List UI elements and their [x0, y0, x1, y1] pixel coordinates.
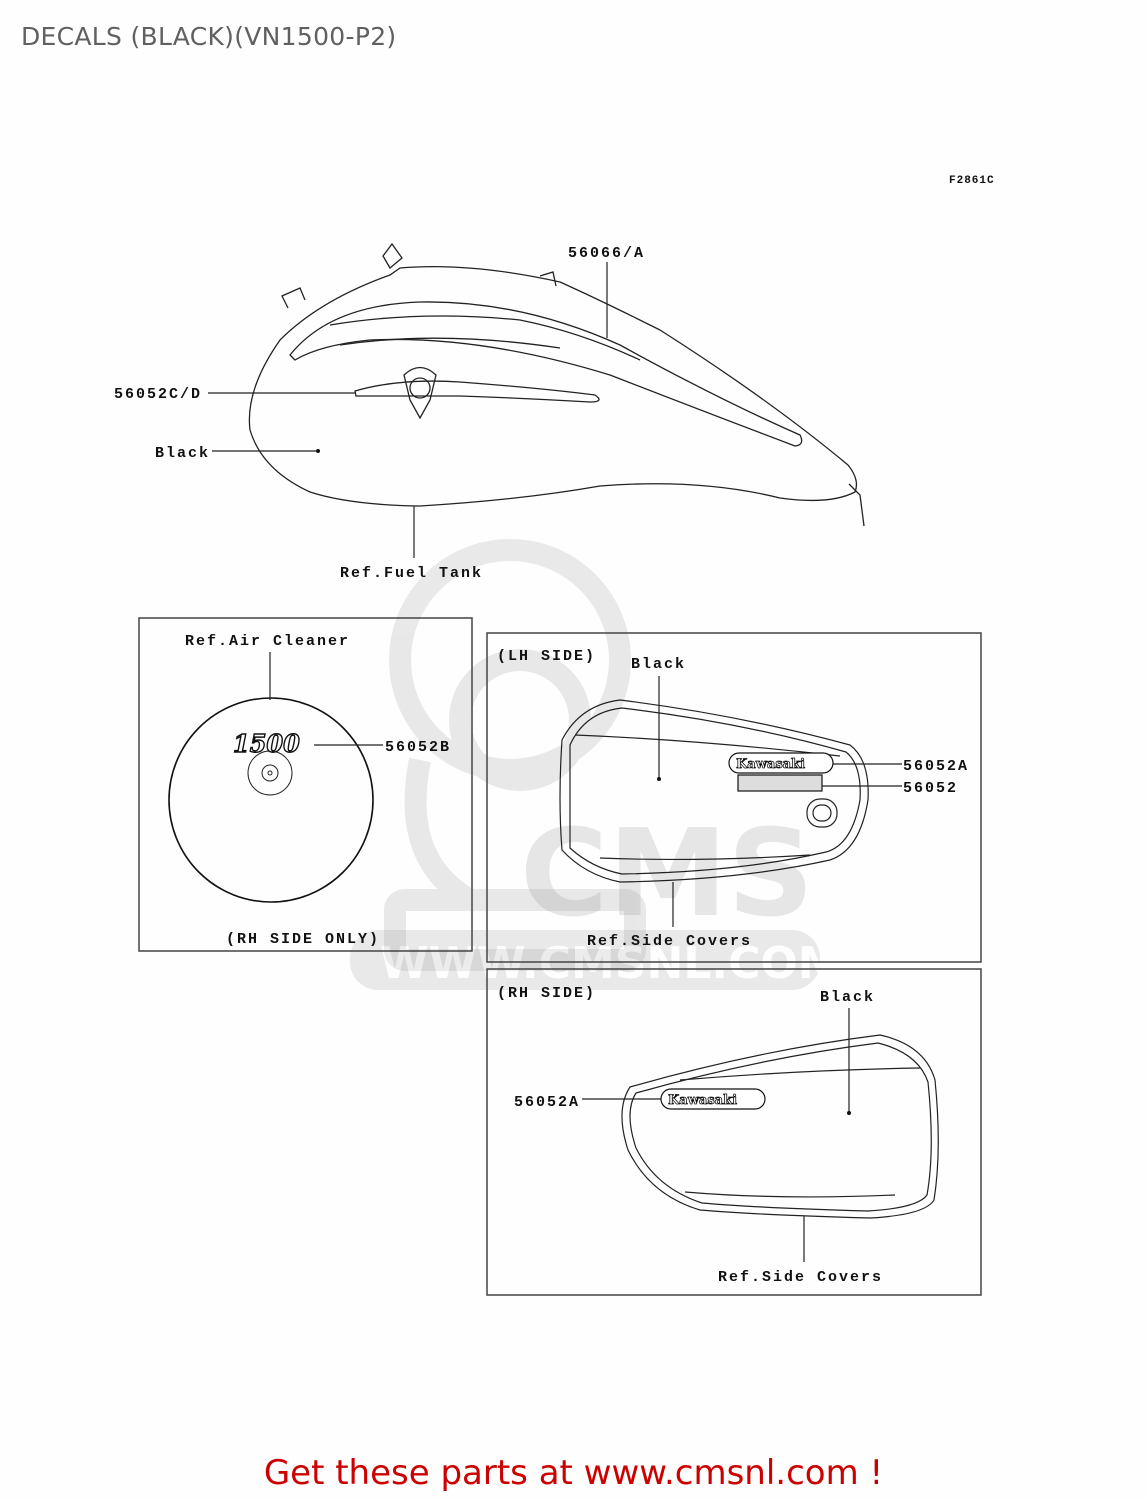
svg-text:Kawasaki: Kawasaki [668, 1093, 737, 1108]
callout-lh-56052: 56052 [903, 780, 958, 797]
svg-text:Kawasaki: Kawasaki [736, 757, 805, 772]
rh-kawasaki-decal: Kawasaki [660, 1088, 766, 1110]
watermark-url: WWW.CMSNL.COM [380, 938, 842, 989]
rh-side-only-note: (RH SIDE ONLY) [226, 931, 380, 948]
callout-56066a: 56066/A [568, 245, 645, 262]
callout-lh-56052a: 56052A [903, 758, 969, 775]
page-title: DECALS (BLACK)(VN1500-P2) [21, 22, 397, 51]
callout-black-tank: Black [155, 445, 210, 462]
watermark-logo: CMS [520, 805, 814, 944]
rh-ref-side-covers: Ref.Side Covers [718, 1269, 883, 1286]
decal-1500: 1500 [233, 729, 300, 758]
callout-56052b: 56052B [385, 739, 451, 756]
lh-side-heading: (LH SIDE) [497, 648, 596, 665]
air-cleaner-panel [138, 617, 473, 952]
air-cleaner-cover [168, 697, 374, 903]
rh-side-cover-drawing [621, 1034, 939, 1219]
lh-side-panel [486, 632, 982, 963]
fuel-tank-leaders [208, 262, 608, 558]
ref-fuel-tank: Ref.Fuel Tank [340, 565, 483, 582]
rh-side-panel [486, 968, 982, 1296]
figure-code: F2861C [949, 175, 995, 187]
rh-black-label: Black [820, 989, 875, 1006]
cms-watermark [384, 539, 646, 971]
lh-ref-side-covers: Ref.Side Covers [587, 933, 752, 950]
callout-56052cd: 56052C/D [114, 386, 202, 403]
lh-side-cover-drawing [559, 699, 869, 883]
cmsnl-link[interactable]: Get these parts at www.cmsnl.com ! [263, 1453, 884, 1493]
rh-side-heading: (RH SIDE) [497, 985, 596, 1002]
lh-black-label: Black [631, 656, 686, 673]
lh-kawasaki-decal: Kawasaki [728, 752, 834, 774]
lh-1500-decal [737, 774, 823, 792]
fuel-tank-drawing [248, 242, 865, 527]
ref-air-cleaner: Ref.Air Cleaner [185, 633, 350, 650]
callout-rh-56052a: 56052A [514, 1094, 580, 1111]
